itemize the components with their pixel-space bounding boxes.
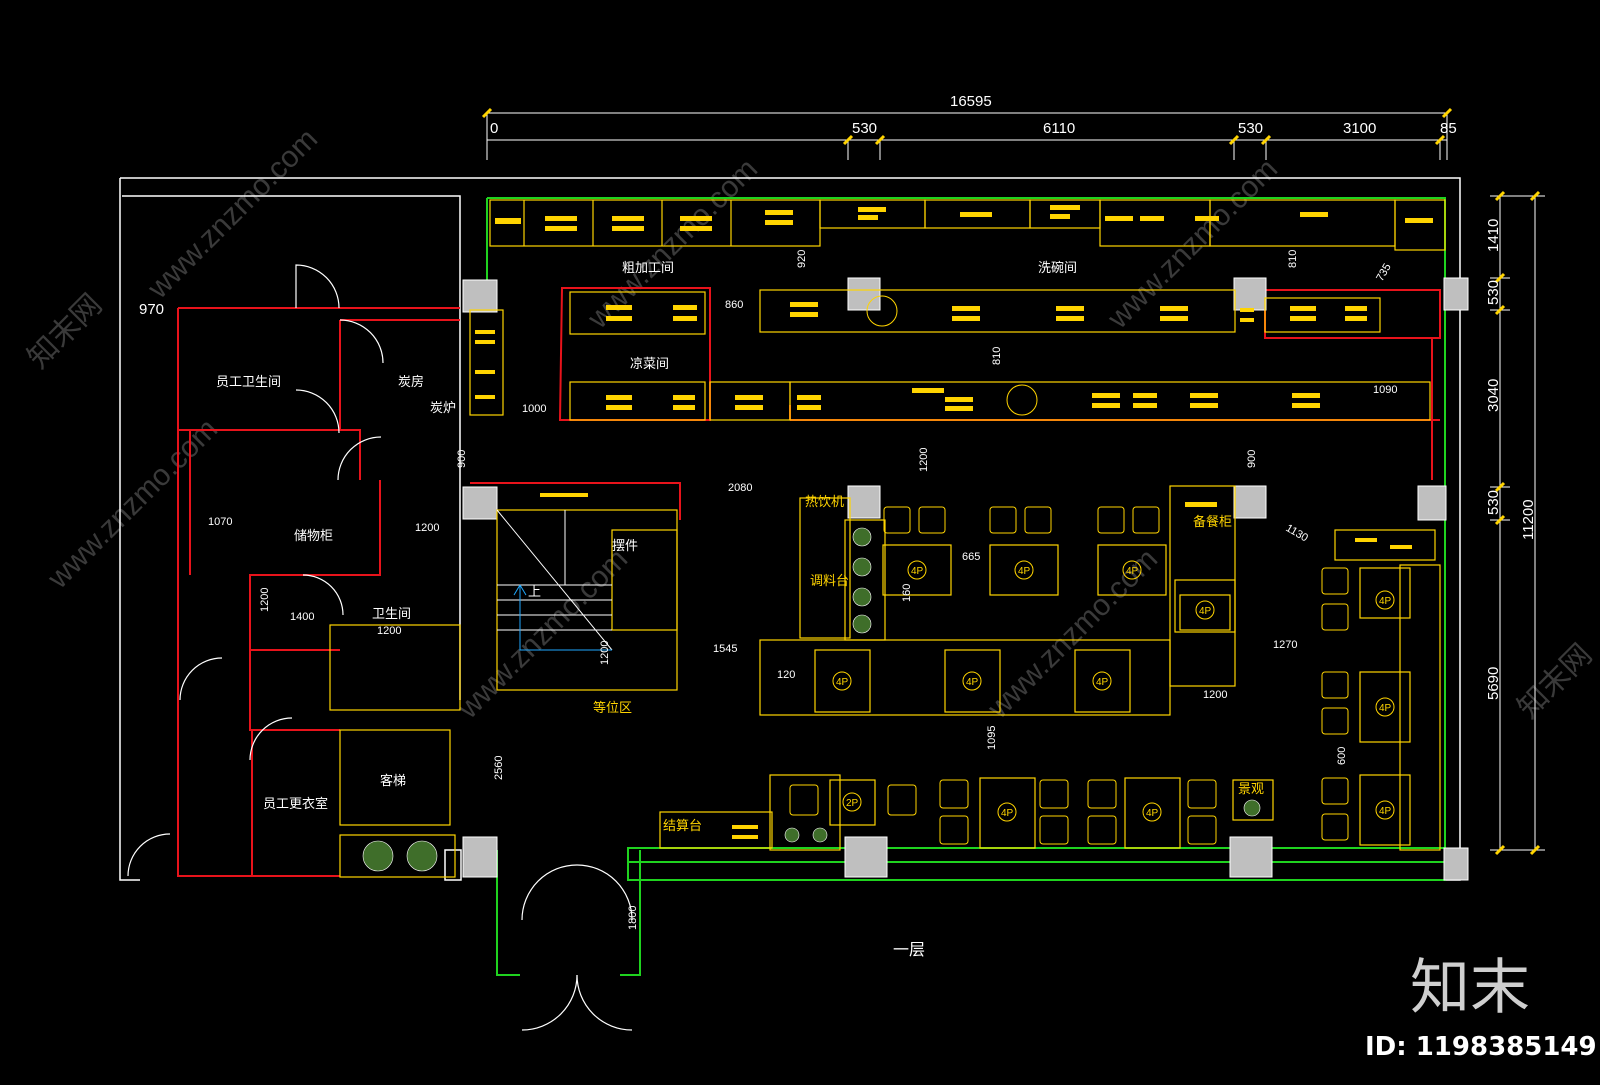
dim-1000: 1000 — [522, 403, 546, 415]
watermark-7: 知末网 — [22, 288, 109, 375]
watermark-1: www.znzmo.com — [141, 122, 324, 305]
dim-2080: 2080 — [728, 482, 752, 494]
image-id: ID: 1198385149 — [1365, 1032, 1597, 1062]
label-cashier: 结算台 — [663, 819, 702, 834]
brand-logo: 知末 — [1410, 953, 1530, 1023]
dimension-lines — [486, 112, 1545, 851]
table-markers — [832, 295, 1395, 822]
dim-900-left: 900 — [456, 450, 468, 468]
tag-4p: 4P — [1379, 596, 1392, 607]
label-storage: 储物柜 — [294, 529, 333, 544]
dim-810-right: 810 — [1287, 250, 1299, 268]
tag-4p: 4P — [1096, 677, 1109, 688]
label-sideboard: 备餐柜 — [1193, 514, 1232, 530]
label-hot-drink: 热饮机 — [805, 495, 844, 510]
dim-860: 860 — [725, 299, 743, 311]
dim-1800: 1800 — [627, 906, 639, 930]
tag-4p: 4P — [911, 566, 924, 577]
label-stove-room: 炭房 — [398, 374, 424, 390]
dim-right-530a: 530 — [1485, 280, 1502, 305]
dim-1545: 1545 — [713, 643, 737, 655]
label-floor: 一层 — [893, 940, 925, 959]
label-stove: 炭炉 — [430, 401, 456, 416]
dim-right-5690: 5690 — [1485, 667, 1502, 700]
label-sauce: 调料台 — [810, 574, 849, 589]
dim-665: 665 — [962, 551, 980, 563]
tag-4p: 4P — [1001, 808, 1014, 819]
doors — [127, 264, 633, 1031]
dim-top-0: 0 — [490, 120, 498, 137]
tag-4p: 4P — [1379, 806, 1392, 817]
dim-735: 735 — [1374, 262, 1394, 284]
columns — [462, 277, 1469, 881]
label-display: 摆件 — [612, 539, 638, 554]
dim-right-total: 11200 — [1520, 499, 1537, 540]
dim-160: 160 — [901, 584, 913, 602]
label-up: 上 — [528, 585, 541, 600]
dim-1200-stair: 1200 — [599, 641, 611, 665]
dim-total-width: 16595 — [950, 93, 992, 110]
dim-right-3040: 3040 — [1485, 379, 1502, 412]
dim-970: 970 — [139, 301, 164, 318]
dim-1070: 1070 — [208, 516, 232, 528]
chairs — [789, 506, 1349, 845]
tag-4p: 4P — [1379, 703, 1392, 714]
dim-top-6110: 6110 — [1043, 120, 1075, 137]
dim-1130: 1130 — [1284, 522, 1310, 544]
tag-4p: 4P — [1199, 606, 1212, 617]
watermark-5: www.znzmo.com — [451, 542, 634, 725]
dim-right-1410: 1410 — [1485, 219, 1502, 252]
dim-120: 120 — [777, 669, 795, 681]
dim-top-530b: 530 — [1238, 120, 1263, 137]
dim-1270: 1270 — [1273, 639, 1297, 651]
plants — [362, 527, 1261, 872]
dim-1400: 1400 — [290, 611, 314, 623]
kitchen-boundary — [486, 197, 1446, 976]
watermark-4: www.znzmo.com — [41, 412, 224, 595]
tag-2p: 2P — [846, 798, 859, 809]
tag-4p: 4P — [1018, 566, 1031, 577]
label-prep: 粗加工间 — [622, 261, 674, 276]
label-waiting: 等位区 — [593, 700, 632, 716]
dim-top-85: 85 — [1440, 120, 1457, 137]
dim-810-center: 810 — [991, 347, 1003, 365]
dim-2560: 2560 — [493, 756, 505, 780]
dimension-ticks — [481, 107, 1541, 856]
label-staff-wc: 员工卫生间 — [216, 375, 281, 390]
dim-top-530a: 530 — [852, 120, 877, 137]
dim-920: 920 — [796, 250, 808, 268]
dim-1200-wc: 1200 — [377, 625, 401, 637]
label-lift: 客梯 — [380, 773, 406, 789]
dim-1095: 1095 — [986, 726, 998, 750]
label-scenery: 景观 — [1238, 782, 1264, 797]
label-cold-dish: 凉菜间 — [630, 357, 669, 372]
kitchen-counters — [329, 199, 1446, 878]
dim-1200-wc-vertical: 1200 — [259, 588, 271, 612]
tag-4p: 4P — [966, 677, 979, 688]
dim-1200-storage: 1200 — [415, 522, 439, 534]
label-dish-wash: 洗碗间 — [1038, 260, 1077, 276]
dim-600: 600 — [1336, 747, 1348, 765]
staircase — [496, 509, 613, 651]
dim-1090: 1090 — [1373, 384, 1397, 396]
label-changing: 员工更衣室 — [263, 796, 328, 812]
dim-right-530b: 530 — [1485, 490, 1502, 515]
dim-1200-sideboard: 1200 — [1203, 689, 1227, 701]
tag-4p: 4P — [1146, 808, 1159, 819]
dining-tables — [814, 544, 1411, 849]
watermarks: www.znzmo.com www.znzmo.com www.znzmo.co… — [22, 122, 1599, 725]
equipment-bars — [475, 205, 1433, 839]
table-tags: 4P 4P 4P 4P 4P 4P 4P 4P 4P 4P 4P 4P 2P — [836, 566, 1392, 819]
dim-900-right: 900 — [1246, 450, 1258, 468]
tag-4p: 4P — [836, 677, 849, 688]
dim-top-3100: 3100 — [1343, 120, 1376, 137]
label-wc: 卫生间 — [372, 607, 411, 622]
dim-1200-center: 1200 — [918, 448, 930, 472]
tag-4p: 4P — [1126, 566, 1139, 577]
watermark-8: 知末网 — [1512, 638, 1599, 725]
